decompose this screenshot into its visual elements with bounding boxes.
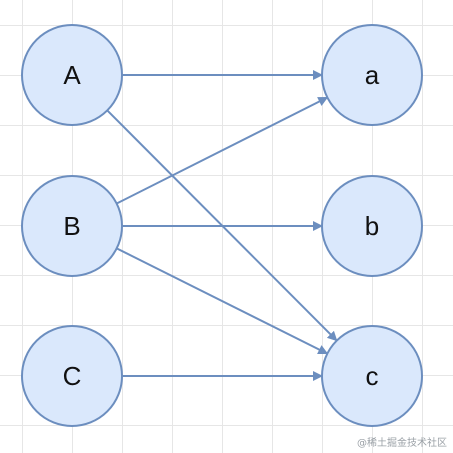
node-label: B: [63, 211, 80, 241]
node-B: B: [21, 175, 123, 277]
node-c: c: [321, 325, 423, 427]
node-b: b: [321, 175, 423, 277]
node-label: C: [63, 361, 82, 391]
node-label: c: [366, 361, 379, 391]
node-circle: [321, 325, 423, 427]
node-label: A: [63, 60, 81, 90]
node-a: a: [321, 24, 423, 126]
node-label: b: [365, 211, 379, 241]
edge-B-to-c: [116, 247, 329, 355]
node-circle: [321, 175, 423, 277]
node-circle: [21, 325, 123, 427]
node-label: a: [365, 60, 380, 90]
node-circle: [21, 175, 123, 277]
node-circle: [321, 24, 423, 126]
watermark: @稀土掘金技术社区: [357, 438, 447, 449]
node-A: A: [21, 24, 123, 126]
nodes-group: A B Ca b c: [21, 24, 423, 427]
edge-B-to-a: [116, 96, 329, 205]
edges-group: [106, 70, 338, 381]
node-circle: [21, 24, 123, 126]
node-C: C: [21, 325, 123, 427]
